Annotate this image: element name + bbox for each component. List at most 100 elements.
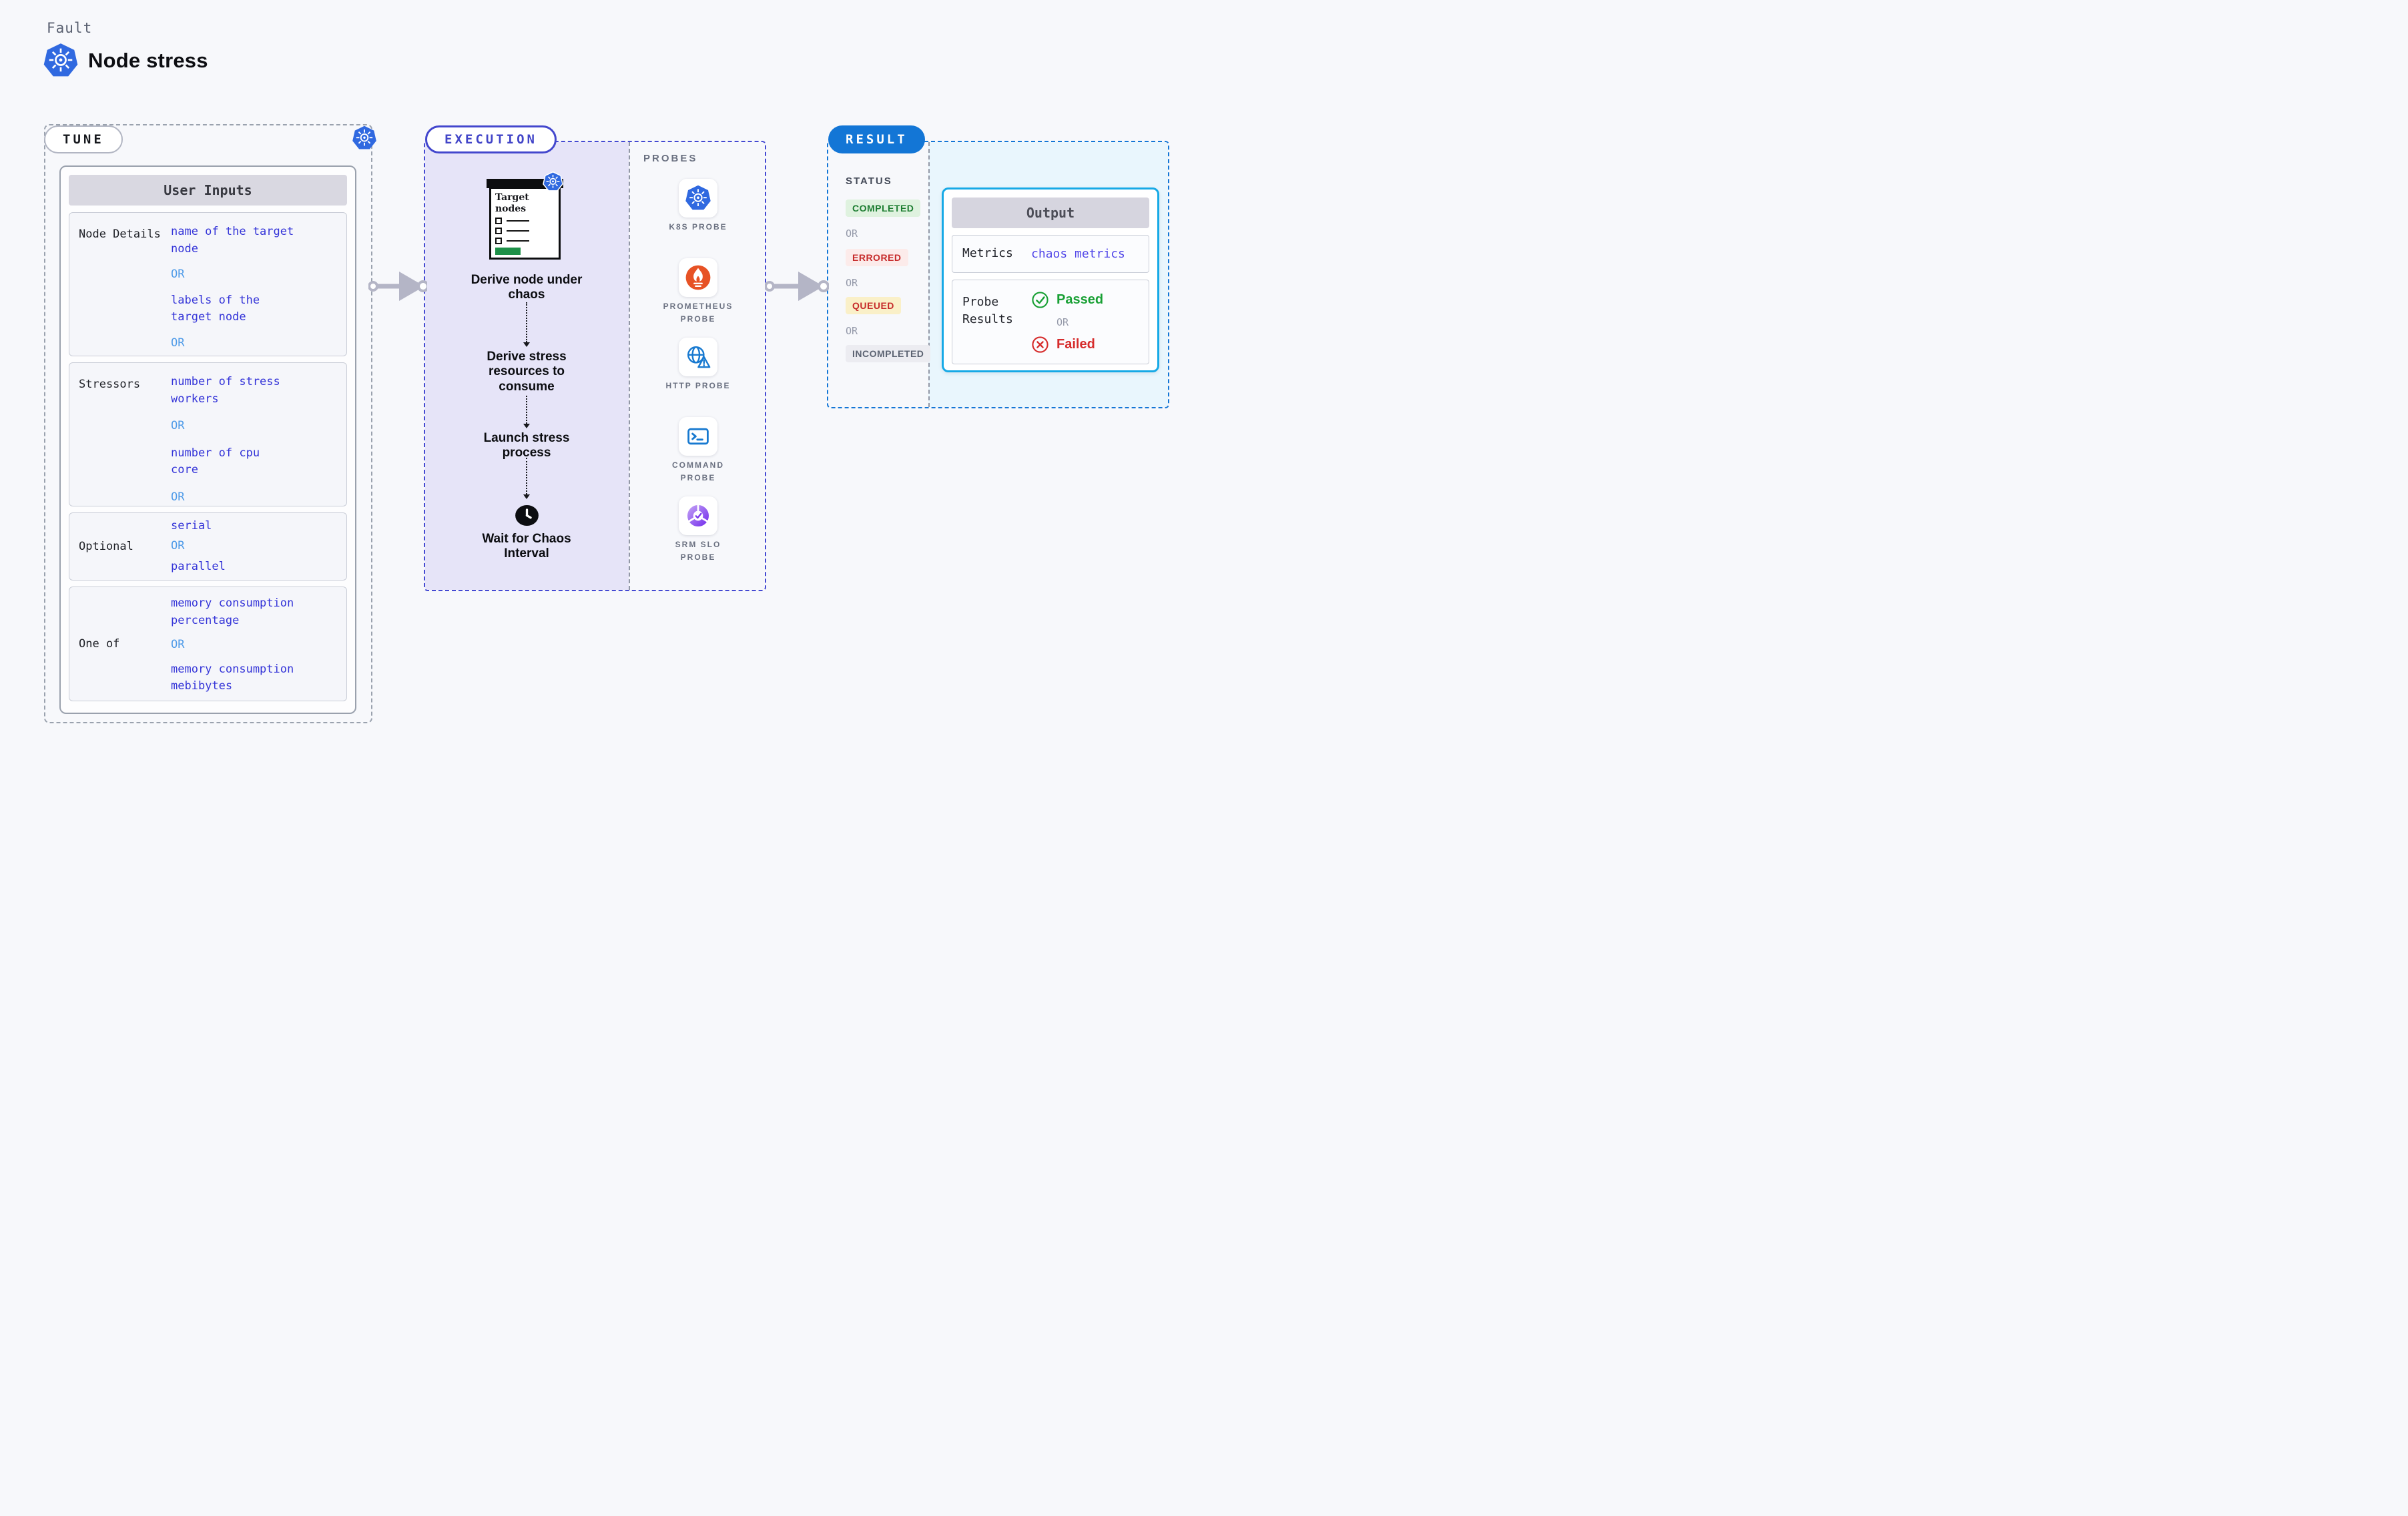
result-section-box: Output Metrics chaos metrics Probe Resul… <box>827 141 1169 408</box>
result-output-area: Output Metrics chaos metrics Probe Resul… <box>928 142 1168 407</box>
input-value: number of stress workers <box>171 375 280 406</box>
probes-panel: PROBES K8S P <box>629 142 765 590</box>
page-title: Node stress <box>88 49 208 72</box>
input-row-label: Node Details <box>79 228 161 241</box>
probes-panel-label: PROBES <box>643 153 698 164</box>
clipboard-title: Target nodes <box>495 192 529 214</box>
input-row-node-details: Node Details name of the target node OR … <box>69 212 347 392</box>
or-separator: OR <box>846 325 858 337</box>
metrics-label: Metrics <box>962 246 1013 261</box>
status-badge-completed: COMPLETED <box>846 200 921 217</box>
page-title-row: Node stress <box>43 43 208 79</box>
command-probe-card <box>679 417 717 456</box>
status-badge-incompleted: INCOMPLETED <box>846 345 931 362</box>
metrics-value: chaos metrics <box>1031 247 1125 261</box>
fault-kicker: Fault <box>47 20 93 36</box>
failed-result: Failed <box>1031 336 1103 354</box>
or-separator: OR <box>171 268 185 281</box>
probe-results-label: Probe Results <box>962 295 1013 327</box>
input-value: serial <box>171 518 212 532</box>
flow-arrow-tune-to-execution <box>368 263 427 310</box>
checklist-item <box>495 238 555 245</box>
x-circle-icon <box>1031 336 1049 354</box>
output-card: Output Metrics chaos metrics Probe Resul… <box>942 187 1159 372</box>
status-badge-errored: ERRORED <box>846 249 908 266</box>
input-row-values: number of stress workers OR number of cp… <box>171 363 346 530</box>
kubernetes-icon <box>352 125 377 151</box>
output-title: Output <box>952 198 1149 228</box>
passed-result: Passed <box>1031 291 1103 309</box>
or-separator: OR <box>171 336 185 350</box>
result-badge: RESULT <box>828 125 925 153</box>
probe-results-row: Probe Results Passed OR <box>952 280 1149 364</box>
input-value: labels of the target node <box>171 293 260 324</box>
flow-arrow-execution-to-result <box>765 263 829 310</box>
srm-slo-probe-card <box>679 496 717 535</box>
probe-results-values: Passed OR Failed <box>1031 280 1103 364</box>
slo-donut-check-icon <box>685 502 711 529</box>
failed-label: Failed <box>1057 337 1095 352</box>
flow-connector-arrow <box>522 396 531 428</box>
input-row-one-of: One of memory consumption percentage OR … <box>69 587 347 701</box>
clipboard-body: Target nodes <box>489 187 561 260</box>
probe-label: HTTP PROBE <box>665 381 731 390</box>
input-row-values: memory consumption percentage OR memory … <box>171 587 346 701</box>
input-value: number of cpu core <box>171 446 260 477</box>
input-row-label: Stressors <box>79 378 141 391</box>
checklist-line <box>507 230 529 232</box>
checkbox-icon <box>495 228 502 235</box>
probe-label: COMMAND PROBE <box>672 460 724 482</box>
input-row-values: name of the target node OR labels of the… <box>171 213 346 392</box>
checklist-item <box>495 218 555 225</box>
input-row-stressors: Stressors number of stress workers OR nu… <box>69 362 347 530</box>
status-column-label: STATUS <box>846 175 892 187</box>
execution-flow-area: Target nodes <box>425 142 629 590</box>
flow-step-derive-node: Derive node under chaos <box>471 273 583 302</box>
tune-badge: TUNE <box>44 125 123 153</box>
flow-step-wait-interval: Wait for Chaos Interval <box>482 532 571 561</box>
input-row-label: One of <box>79 637 120 651</box>
checkbox-icon <box>495 218 502 225</box>
user-inputs-card: User Inputs Node Details name of the tar… <box>59 165 356 714</box>
flow-step-launch-stress: Launch stress process <box>483 431 570 460</box>
metrics-row: Metrics chaos metrics <box>952 235 1149 273</box>
input-row-values: serial OR parallel <box>171 513 346 580</box>
input-value: memory consumption percentage <box>171 597 294 627</box>
input-value: parallel <box>171 559 226 573</box>
checklist-item <box>495 228 555 235</box>
checklist-line <box>507 220 529 222</box>
tune-section-box <box>44 124 372 723</box>
terminal-icon <box>685 423 711 450</box>
check-circle-icon <box>1031 291 1049 309</box>
probe-label: SRM SLO PROBE <box>675 540 721 562</box>
node-stress-diagram: Fault Node stress TUNE <box>0 0 1204 758</box>
execution-section-box: Target nodes <box>424 141 766 591</box>
or-separator: OR <box>171 539 185 553</box>
or-separator: OR <box>846 228 858 240</box>
k8s-probe-card <box>679 179 717 218</box>
flow-connector-arrow <box>522 458 531 499</box>
or-separator: OR <box>171 638 185 652</box>
or-separator: OR <box>171 419 185 432</box>
http-probe-card <box>679 338 717 376</box>
clock-icon <box>515 503 539 528</box>
or-separator: OR <box>1057 316 1069 328</box>
or-separator: OR <box>171 490 185 504</box>
input-value: name of the target node <box>171 225 294 256</box>
execution-badge: EXECUTION <box>425 125 557 153</box>
globe-warning-icon <box>685 344 711 370</box>
input-row-label: Optional <box>79 540 133 553</box>
probe-label: PROMETHEUS PROBE <box>663 302 733 324</box>
passed-label: Passed <box>1057 292 1104 307</box>
prometheus-icon <box>685 264 711 291</box>
kubernetes-icon <box>43 43 79 79</box>
flow-step-derive-stress: Derive stress resources to consume <box>487 350 567 394</box>
kubernetes-icon <box>685 185 711 212</box>
status-badge-queued: QUEUED <box>846 297 901 314</box>
flow-connector-arrow <box>522 302 531 347</box>
user-inputs-title: User Inputs <box>69 175 347 206</box>
kubernetes-icon <box>543 171 563 192</box>
progress-bar <box>495 248 521 256</box>
input-value: memory consumption mebibytes <box>171 662 294 693</box>
or-separator: OR <box>846 277 858 289</box>
